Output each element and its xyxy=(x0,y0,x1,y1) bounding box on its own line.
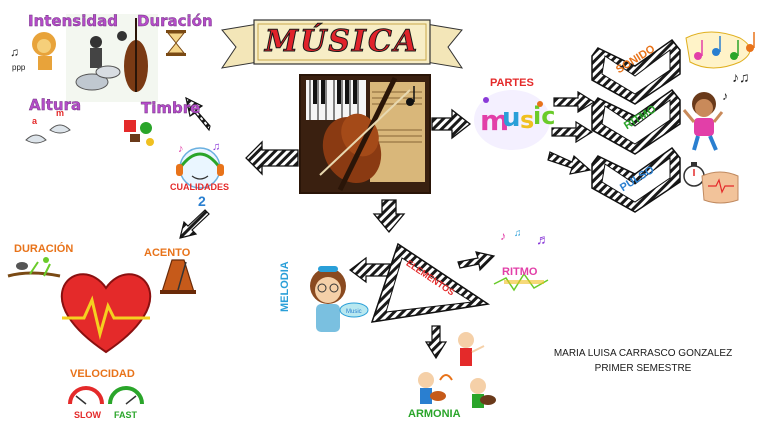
intensidad-lion-image: ♫ ppp xyxy=(10,32,56,72)
chevron-ritmo xyxy=(591,88,681,155)
chevron-sonido xyxy=(591,38,681,105)
melodia-label: MELODIA xyxy=(279,261,291,312)
svg-text:m: m xyxy=(480,104,509,137)
branch-bird-image xyxy=(7,257,61,278)
svg-text:ic: ic xyxy=(533,102,555,130)
timbre-label: Timbre xyxy=(141,99,201,117)
duracion-label: DURACIÓN xyxy=(14,243,74,255)
svg-text:a: a xyxy=(32,116,38,126)
hourglass-image xyxy=(166,30,186,56)
ritmo-elemento-label: RITMO xyxy=(502,266,538,278)
music-graffiti-image: m u s ic xyxy=(474,90,555,150)
svg-text:♬: ♬ xyxy=(536,231,550,247)
metronome-image xyxy=(160,259,196,294)
slow-label: SLOW xyxy=(74,410,101,420)
slow-gauge-icon xyxy=(68,386,104,405)
headphones-face-image: ♪ ♫ 2 xyxy=(176,141,224,209)
svg-text:♫: ♫ xyxy=(212,141,220,153)
arrow-to-elementos xyxy=(372,199,406,234)
duracion-quality-label: Duración xyxy=(137,12,213,30)
svg-text:♪♫: ♪♫ xyxy=(732,69,750,85)
intensidad-label: Intensidad xyxy=(28,12,118,30)
svg-text:♪: ♪ xyxy=(500,229,506,243)
arrow-to-melodia xyxy=(349,256,393,284)
author-semester: PRIMER SEMESTRE xyxy=(594,363,692,374)
arrow-to-ritmo-parte xyxy=(551,120,594,144)
svg-text:m: m xyxy=(56,108,64,118)
svg-text:s: s xyxy=(520,106,534,134)
arrow-to-cualidades xyxy=(245,140,299,176)
title-banner xyxy=(220,19,464,69)
armonia-kids-image xyxy=(418,332,496,408)
svg-text:u: u xyxy=(502,103,521,133)
music-notes-image: ♪♫ xyxy=(685,31,755,85)
author-block: MARIA LUISA CARRASCO GONZALEZ PRIMER SEM… xyxy=(548,346,738,376)
fast-label: FAST xyxy=(114,410,138,420)
arrow-to-sonido xyxy=(553,90,596,114)
chevron-pulso xyxy=(591,146,681,213)
pulse-wrist-image xyxy=(683,162,739,204)
music-collage-image xyxy=(299,74,431,194)
melodia-girl-image: Music xyxy=(310,266,369,332)
velocidad-label: VELOCIDAD xyxy=(70,368,135,380)
elementos-shape xyxy=(370,242,491,323)
svg-text:ppp: ppp xyxy=(12,63,26,72)
armonia-label: ARMONIA xyxy=(408,408,461,420)
svg-text:♫: ♫ xyxy=(10,45,19,59)
dancing-child-image: ♪ xyxy=(682,89,728,151)
arrow-to-acento xyxy=(179,209,210,239)
svg-text:♫: ♫ xyxy=(514,228,522,239)
svg-text:♪: ♪ xyxy=(178,143,184,155)
acento-label: ACENTO xyxy=(144,247,191,259)
altura-label: Altura xyxy=(29,96,82,114)
svg-text:Music: Music xyxy=(346,309,362,315)
fast-gauge-icon xyxy=(108,386,144,405)
arrow-to-armonia xyxy=(424,325,448,360)
band-picture-image xyxy=(66,14,158,102)
heart-image xyxy=(60,273,152,354)
arrow-up-intensidad xyxy=(185,96,211,132)
svg-text:2: 2 xyxy=(198,193,206,209)
arrow-to-partes xyxy=(431,108,472,140)
altura-birds-image: a m xyxy=(25,108,71,144)
svg-text:♪: ♪ xyxy=(722,89,728,103)
partes-label: PARTES xyxy=(490,77,534,89)
timbre-instruments-image xyxy=(124,120,154,146)
cualidades-label: CUALIDADES xyxy=(170,182,230,192)
author-name: MARIA LUISA CARRASCO GONZALEZ xyxy=(553,348,733,359)
page-title: MÚSICA xyxy=(264,24,420,60)
arrow-to-pulso xyxy=(547,151,592,175)
ritmo-notes-image: ♪ ♫ ♬ xyxy=(493,228,550,292)
arrow-to-ritmo-elemento xyxy=(457,251,496,272)
